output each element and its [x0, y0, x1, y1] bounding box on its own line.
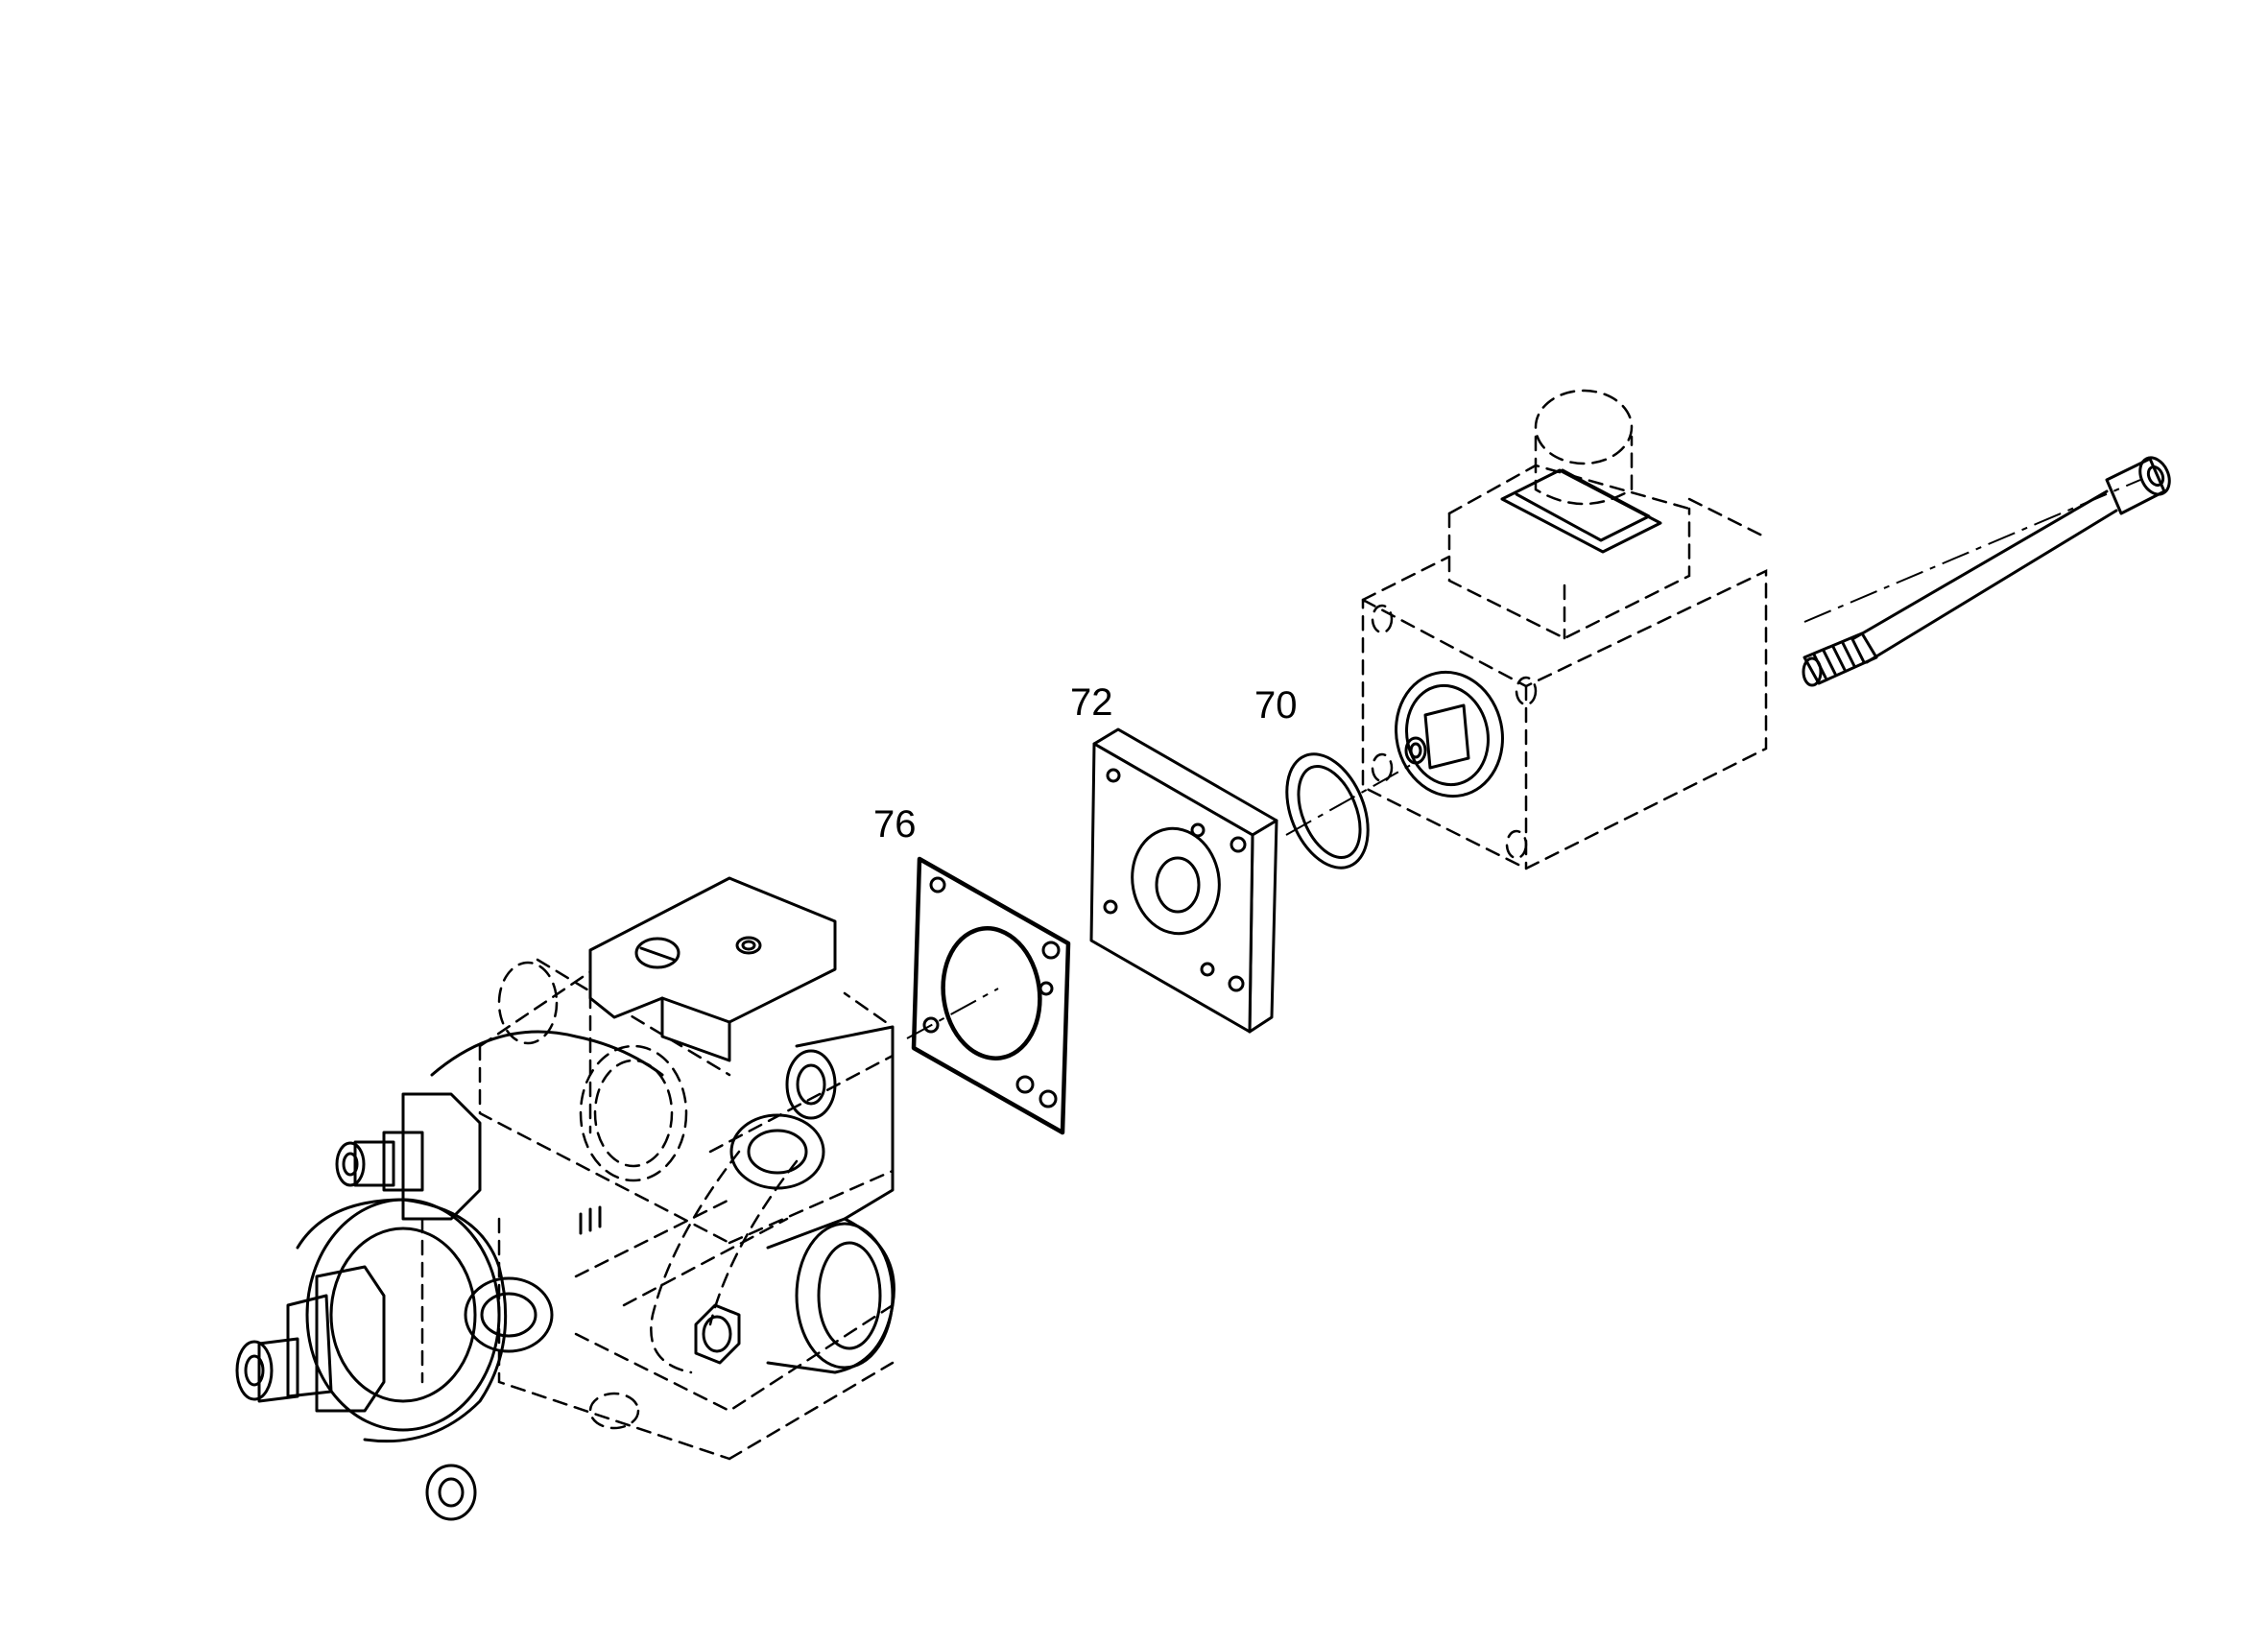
solenoid-valve	[1361, 389, 1768, 870]
callout-70: 70	[1254, 684, 1298, 727]
callout-72: 72	[1070, 681, 1113, 724]
o-ring-70	[1285, 752, 1370, 870]
adapter-plate-72	[1089, 727, 1278, 1034]
cap-screw	[1802, 456, 2171, 687]
gasket-76	[911, 856, 1071, 1135]
valve-block	[235, 876, 895, 1521]
callout-76: 76	[873, 803, 917, 846]
assembly-axis	[906, 479, 2141, 1039]
